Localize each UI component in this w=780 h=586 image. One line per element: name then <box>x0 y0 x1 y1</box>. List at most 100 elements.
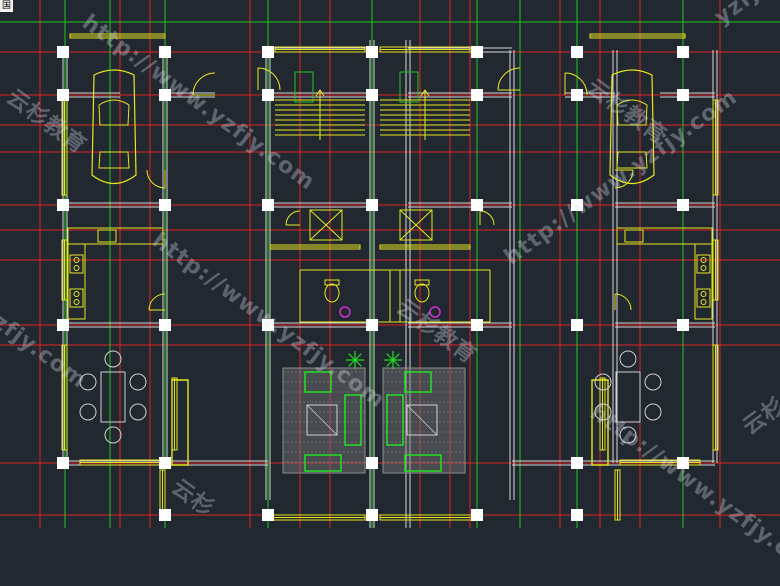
counter-top <box>616 227 713 245</box>
chair <box>79 403 97 421</box>
column <box>366 509 378 521</box>
window <box>614 469 621 521</box>
burner <box>73 265 80 271</box>
bay-window <box>591 379 609 466</box>
door-swing-icon <box>614 293 632 311</box>
sofa-long <box>386 394 404 446</box>
window <box>712 99 719 196</box>
stove-body <box>696 288 711 308</box>
plant-leaf <box>386 359 394 367</box>
column <box>471 199 483 211</box>
door-swing-icon <box>257 67 281 91</box>
bathroom-outline <box>389 269 491 323</box>
chair <box>594 373 612 391</box>
column <box>159 457 171 469</box>
door-arc <box>564 72 588 96</box>
column <box>57 46 69 58</box>
window <box>269 244 361 250</box>
column <box>571 46 583 58</box>
table-top <box>615 371 641 423</box>
column <box>262 319 274 331</box>
toilet-tank <box>324 279 340 286</box>
window <box>274 46 366 53</box>
door-arc <box>146 169 166 189</box>
stair-landing <box>294 71 314 103</box>
car-windshield <box>616 99 648 126</box>
walls <box>62 40 718 528</box>
column <box>262 509 274 521</box>
car-icon <box>91 69 137 185</box>
toilet-tank <box>414 279 430 286</box>
rug <box>382 367 466 474</box>
column <box>366 319 378 331</box>
burner <box>700 299 707 305</box>
coffee-table-x <box>406 404 438 436</box>
column <box>159 199 171 211</box>
plant-icon <box>384 351 402 369</box>
window <box>69 33 166 39</box>
dining-table-icon <box>79 350 147 444</box>
window <box>589 33 686 39</box>
door-swing-icon <box>564 72 588 96</box>
sofa-icon <box>304 371 362 472</box>
shower <box>309 209 343 241</box>
column <box>677 46 689 58</box>
plant-icon <box>346 351 364 369</box>
stair-landing <box>399 71 419 103</box>
kitchen-counter <box>616 227 713 320</box>
column <box>571 319 583 331</box>
stove-icon <box>69 254 84 274</box>
door-arc <box>614 293 632 311</box>
sink-basin <box>624 229 644 243</box>
plant-leaf <box>348 359 356 367</box>
column <box>57 199 69 211</box>
armchair <box>404 371 432 393</box>
column <box>677 457 689 469</box>
column <box>471 509 483 521</box>
bay-window <box>171 379 189 466</box>
door-swing-icon <box>479 210 495 226</box>
window <box>171 377 178 451</box>
bathroom <box>299 209 401 323</box>
door-swing-icon <box>614 169 634 189</box>
column <box>677 319 689 331</box>
floor-drain <box>429 306 441 318</box>
column <box>471 46 483 58</box>
column <box>571 457 583 469</box>
column <box>471 89 483 101</box>
column <box>366 89 378 101</box>
stair-arrowhead <box>420 89 430 97</box>
stair-icon <box>380 71 470 140</box>
car-rear-window <box>616 151 648 169</box>
toilet-bowl <box>414 283 430 303</box>
burner <box>73 257 80 263</box>
car-rear-window <box>98 151 130 169</box>
cad-canvas[interactable] <box>0 0 780 528</box>
plant-leaf <box>354 359 362 367</box>
plant-leaf <box>354 353 362 361</box>
door-swing-icon <box>146 169 166 189</box>
door-arc <box>497 67 521 91</box>
shower-x <box>309 209 343 241</box>
stove-icon <box>69 288 84 308</box>
viewport-label[interactable]: 国 <box>0 0 14 12</box>
window <box>379 514 476 521</box>
toilet-icon <box>324 279 340 303</box>
counter-side <box>694 243 713 320</box>
stair-icon <box>275 71 365 140</box>
window <box>712 344 719 451</box>
window <box>712 239 719 301</box>
window <box>379 244 471 250</box>
burner <box>700 265 707 271</box>
sink-icon <box>624 229 644 243</box>
door-arc <box>148 293 166 311</box>
window <box>269 514 366 521</box>
coffee-table-x <box>306 404 338 436</box>
column <box>571 509 583 521</box>
counter-side <box>67 243 86 320</box>
column <box>57 457 69 469</box>
car-body <box>91 69 137 185</box>
burner <box>73 299 80 305</box>
table-top <box>100 371 126 423</box>
car-body <box>609 69 655 185</box>
